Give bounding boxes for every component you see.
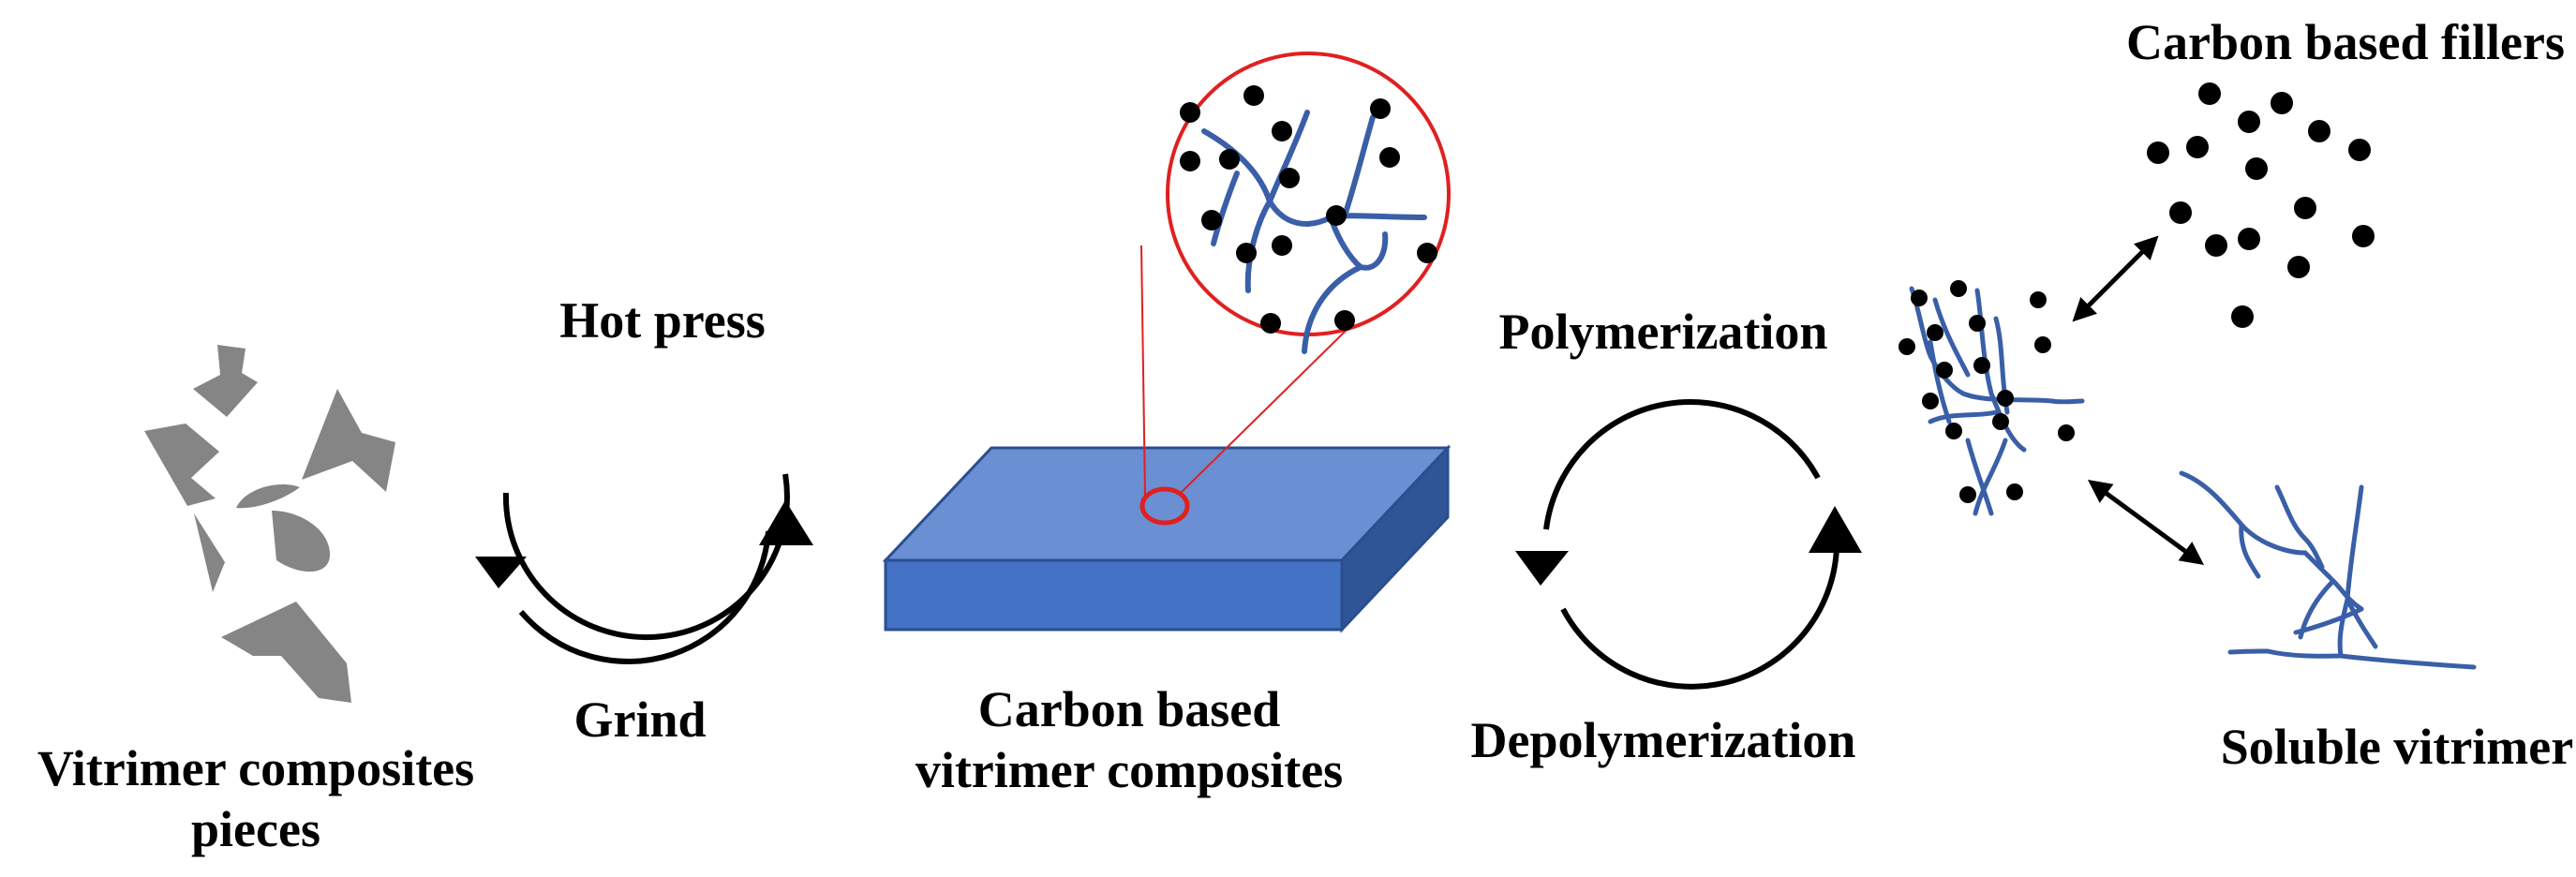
label-vitrimer-pieces-line2: pieces [191, 801, 320, 857]
fragment [193, 345, 258, 417]
label-composite-line1: Carbon based [978, 681, 1281, 737]
filler-particle [1936, 362, 1953, 379]
filler-particle [2348, 139, 2371, 161]
filler-particle [2186, 136, 2209, 158]
filler-particle [1417, 243, 1437, 263]
filler-particle [1201, 210, 1222, 230]
filler-particle [1272, 235, 1292, 256]
circular-arrows-icon [1543, 399, 1839, 690]
filler-particle [1243, 85, 1264, 106]
filler-particle [1997, 390, 2014, 407]
label-polymerization: Polymerization [1499, 304, 1828, 360]
filler-particle [1272, 121, 1292, 141]
slab-front-face [884, 558, 1344, 632]
label-fillers: Carbon based fillers [2126, 14, 2565, 70]
composite-slab [882, 444, 1452, 633]
mixed-filler-particles [1898, 280, 2075, 503]
double-arrow-icon [2072, 235, 2159, 322]
filler-particle [1959, 486, 1976, 503]
arrowhead-left [475, 557, 527, 588]
filler-particle [1898, 338, 1915, 355]
vitrimer-fragments [144, 345, 395, 703]
zoom-filler-particles [1180, 85, 1437, 334]
filler-particle [2030, 291, 2047, 308]
arrowhead-right [759, 500, 813, 545]
zoom-spot [1139, 486, 1190, 526]
zoom-circle [1166, 52, 1451, 336]
filler-particle [2238, 228, 2260, 250]
filler-particle [1334, 310, 1355, 331]
filler-particle [1180, 151, 1200, 171]
filler-particle [2245, 157, 2268, 180]
zoom-polymer-network [1201, 110, 1427, 354]
filler-particle [1379, 147, 1400, 168]
double-arrow-icon [2087, 480, 2205, 565]
filler-particle [2271, 92, 2293, 114]
soluble-vitrimer-network [2179, 470, 2477, 670]
filler-particle [2169, 201, 2192, 224]
slab-side-face [1340, 444, 1450, 633]
filler-particle [1992, 413, 2009, 430]
filler-particle [1219, 149, 1240, 170]
label-grind: Grind [573, 691, 706, 748]
fragment [302, 389, 395, 492]
filler-particle [1326, 205, 1347, 226]
carbon-filler-particles [2147, 82, 2375, 328]
arrowhead-right [1809, 506, 1862, 553]
filler-particle [1260, 313, 1281, 334]
filler-particle [2294, 197, 2316, 219]
fragment [272, 511, 330, 572]
circular-arrows-icon [502, 473, 790, 664]
filler-particle [1279, 168, 1300, 188]
fragment [144, 424, 219, 506]
filler-particle [1969, 315, 1986, 332]
filler-particle [1370, 98, 1391, 119]
label-soluble-vitrimer: Soluble vitrimer [2221, 719, 2573, 775]
filler-particle [1911, 290, 1928, 306]
filler-particle [2147, 141, 2169, 164]
filler-particle [1973, 357, 1990, 374]
filler-particle [2352, 225, 2375, 247]
filler-particle [1950, 280, 1967, 297]
fragment [221, 602, 351, 703]
filler-particle [2287, 256, 2310, 278]
fragment [194, 513, 225, 592]
fragment [236, 483, 300, 509]
label-composite-line2: vitrimer composites [916, 742, 1343, 798]
filler-particle [1945, 423, 1962, 439]
filler-particle [1180, 102, 1200, 123]
label-depolymerization: Depolymerization [1471, 712, 1856, 768]
arrowhead-left [1515, 551, 1569, 586]
filler-particle [2238, 111, 2260, 133]
filler-particle [2198, 82, 2221, 105]
label-hot-press: Hot press [559, 292, 766, 349]
filler-particle [2308, 120, 2330, 142]
filler-particle [2058, 424, 2075, 441]
filler-particle [2006, 483, 2023, 500]
filler-particle [1927, 324, 1943, 341]
filler-particle [2205, 234, 2227, 257]
label-vitrimer-pieces-line1: Vitrimer composites [37, 740, 474, 796]
filler-particle [2034, 336, 2051, 353]
filler-particle [2231, 305, 2254, 328]
zoom-guide-left [1140, 245, 1146, 498]
filler-particle [1922, 393, 1939, 409]
filler-particle [1236, 243, 1257, 263]
